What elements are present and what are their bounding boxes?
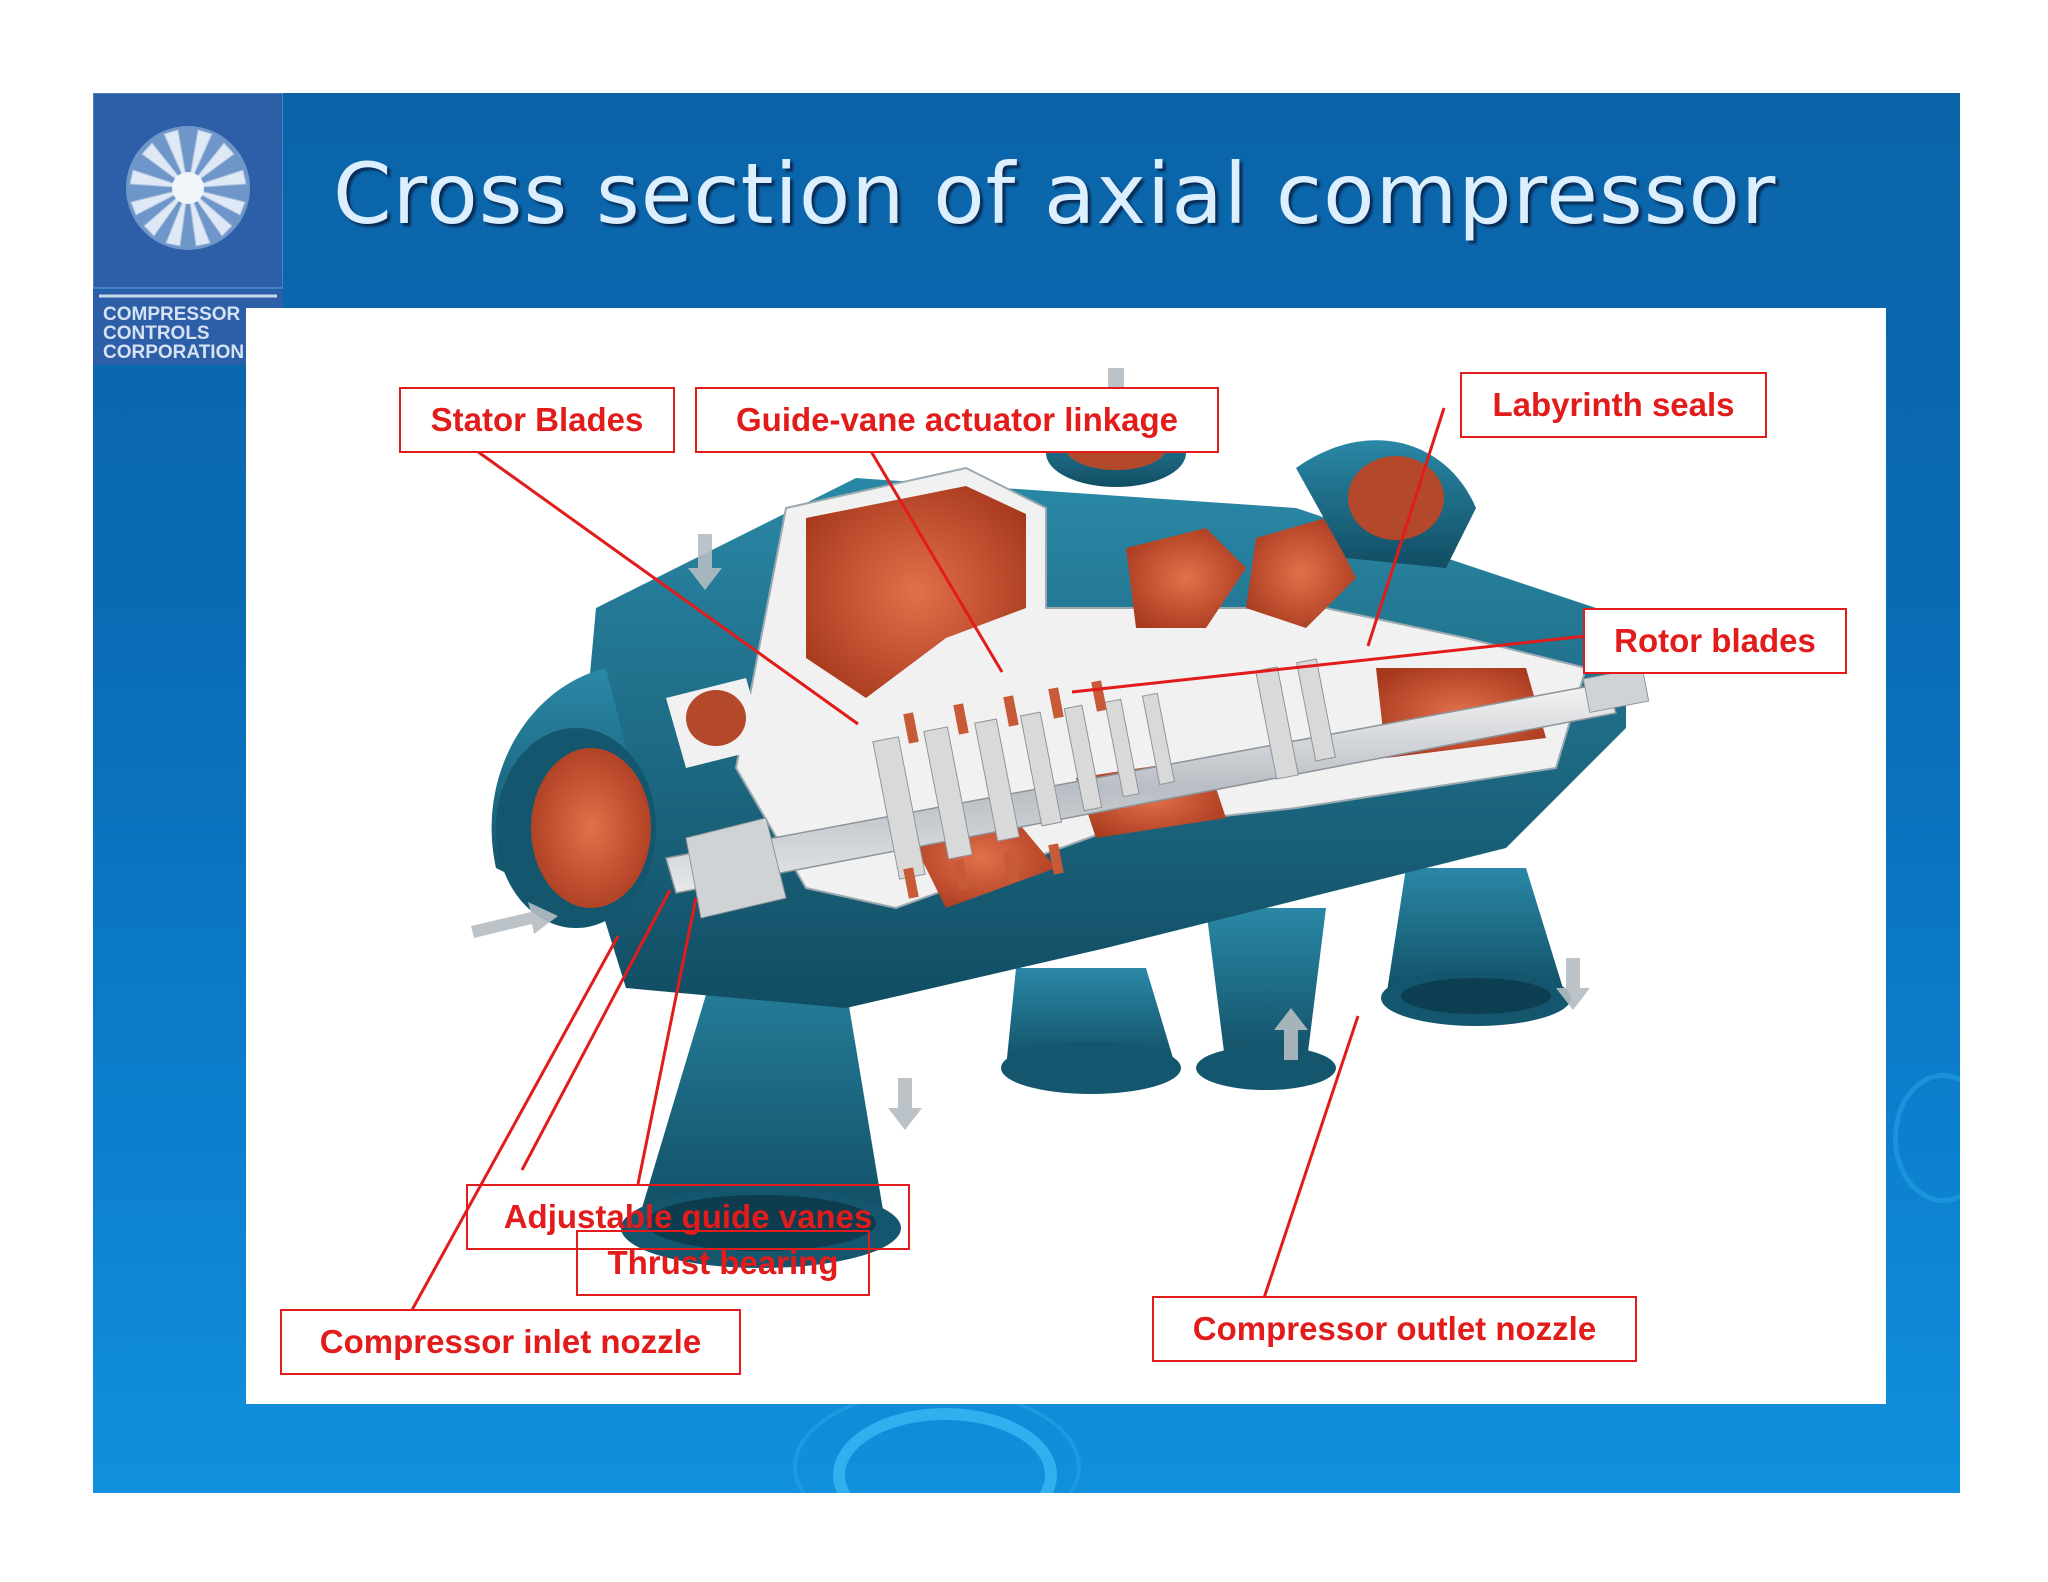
callout-leader-lines	[410, 407, 1587, 1311]
slide-background: COMPRESSOR CONTROLS CORPORATION Cross se…	[93, 93, 1960, 1493]
callout-stator-blades: Stator Blades	[399, 387, 675, 453]
rotor-assembly	[665, 658, 1650, 919]
turbine-fan-icon	[126, 126, 250, 250]
water-ripple-decoration	[1893, 1073, 1960, 1203]
company-logo: COMPRESSOR CONTROLS CORPORATION	[93, 93, 284, 365]
logo-line-2: CONTROLS	[103, 323, 210, 344]
callout-rotor-blades: Rotor blades	[1583, 608, 1847, 674]
callout-compressor-inlet-nozzle: Compressor inlet nozzle	[280, 1309, 741, 1375]
callout-labyrinth-seals: Labyrinth seals	[1460, 372, 1767, 438]
compressor-illustration	[410, 368, 1650, 1311]
logo-line-1: COMPRESSOR	[103, 304, 241, 325]
diagram-panel: Stator Blades Guide-vane actuator linkag…	[246, 308, 1886, 1404]
compressor-casing	[491, 419, 1626, 1008]
callout-compressor-outlet-nozzle: Compressor outlet nozzle	[1152, 1296, 1637, 1362]
callout-adjustable-guide-vanes: Adjustable guide vanes	[466, 1184, 910, 1250]
callout-thrust-bearing: Thrust bearing	[576, 1230, 870, 1296]
slide-title: Cross section of axial compressor	[333, 145, 1777, 243]
callout-guide-vane-actuator-linkage: Guide-vane actuator linkage	[695, 387, 1219, 453]
logo-line-3: CORPORATION	[103, 342, 244, 363]
